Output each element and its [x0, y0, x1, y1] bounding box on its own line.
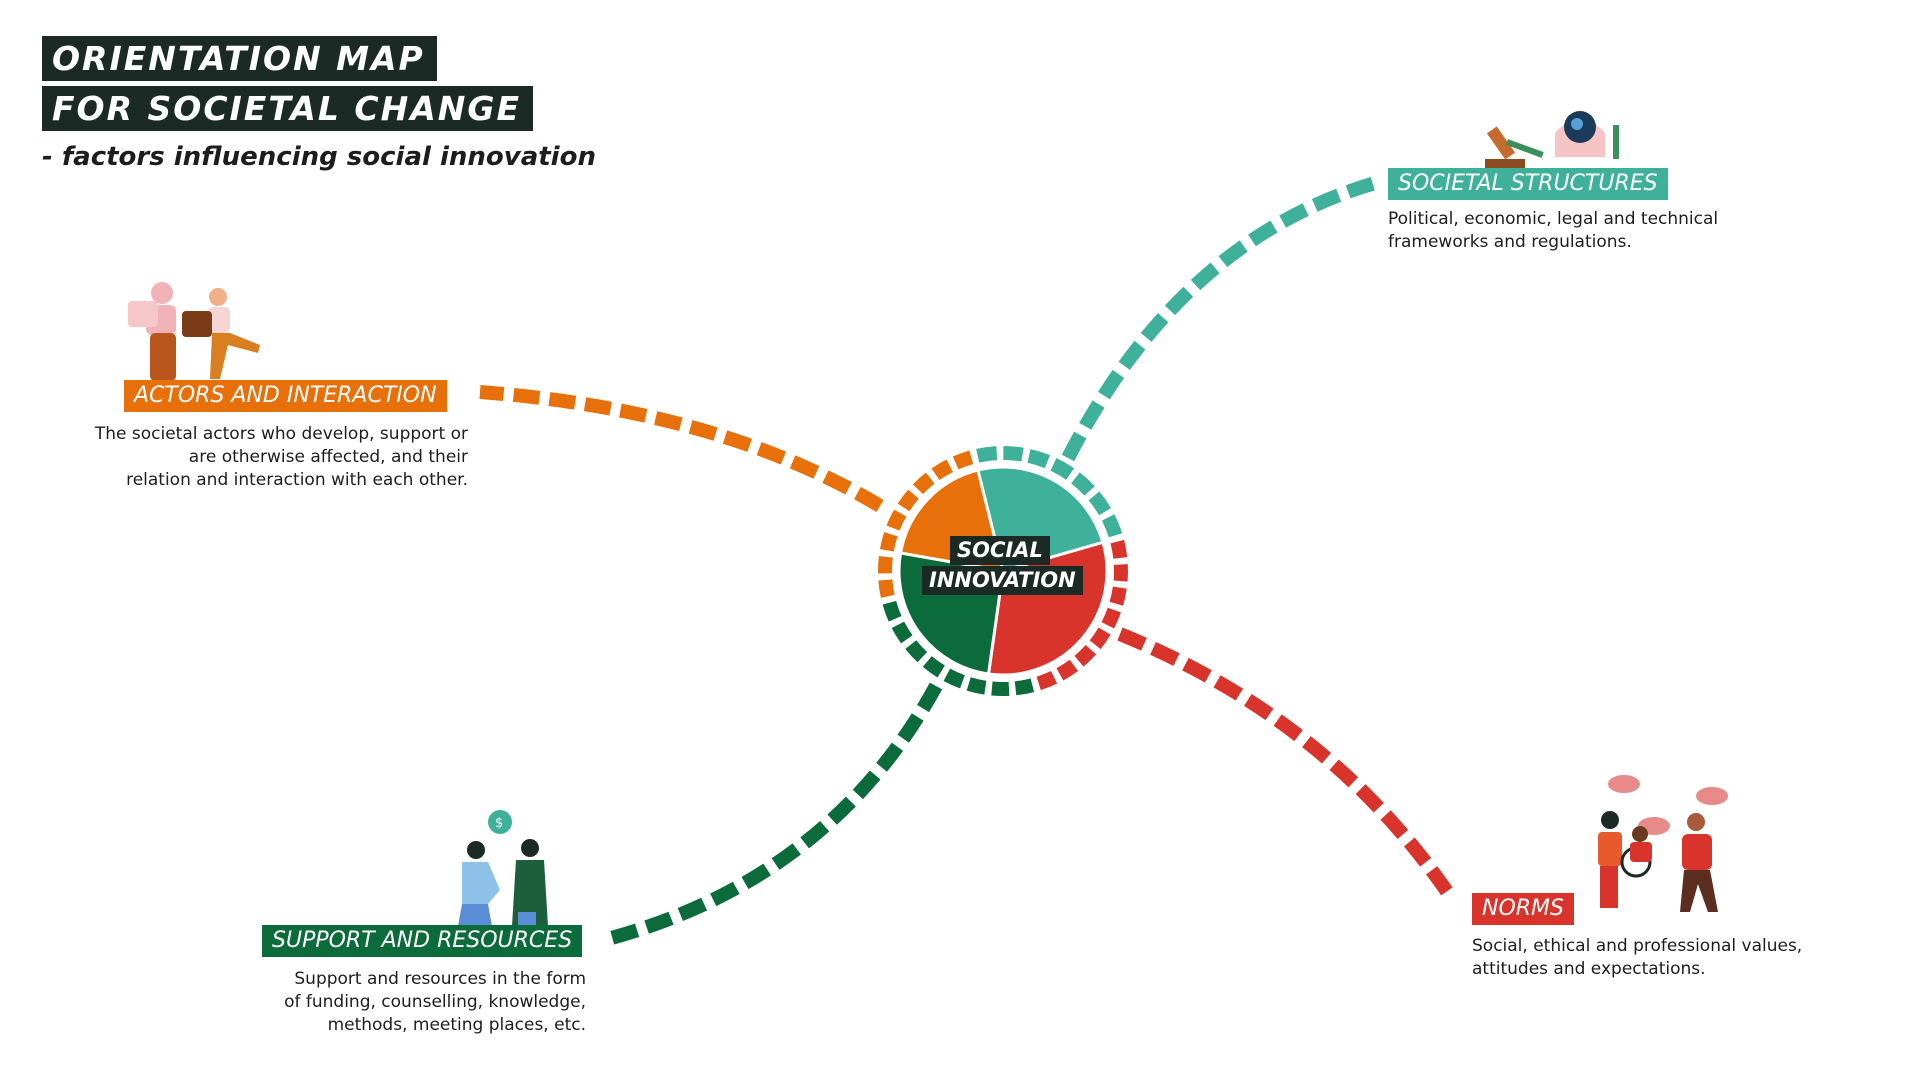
ring-segment — [966, 677, 987, 695]
ring-segment — [1074, 645, 1097, 667]
center-label-line-1: SOCIAL — [950, 536, 1050, 565]
support-label: SUPPORT AND RESOURCES — [262, 925, 583, 957]
ring-segment — [1089, 627, 1111, 650]
norms-description: Social, ethical and professional values,… — [1472, 935, 1892, 981]
center-label-line-2: INNOVATION — [922, 566, 1083, 595]
ring-segment — [878, 555, 893, 574]
ring-segment — [1003, 446, 1024, 462]
handshake-funding-icon: $ — [448, 810, 558, 934]
ring-segment — [991, 681, 1010, 696]
ring-segment — [1110, 539, 1128, 559]
structures-desc-line: Political, economic, legal and technical — [1388, 209, 1719, 229]
ring-segment — [882, 600, 902, 622]
norms-desc-line: attitudes and expectations. — [1472, 959, 1706, 979]
ring-segment — [1050, 458, 1075, 480]
title-block: ORIENTATION MAP FOR SOCIETAL CHANGE - fa… — [42, 36, 596, 172]
ring-segment — [1101, 607, 1121, 629]
puzzle-people-icon — [128, 282, 260, 381]
actors-desc-line: relation and interaction with each other… — [126, 470, 468, 490]
actors-desc-line: are otherwise affected, and their — [188, 447, 468, 467]
ring-segment — [976, 446, 998, 463]
norms-label: NORMS — [1472, 893, 1575, 925]
ring-segment — [952, 450, 974, 470]
actors-description: The societal actors who develop, support… — [20, 423, 468, 492]
ring-segment — [912, 472, 935, 495]
connector-support — [602, 682, 943, 947]
ring-segment — [886, 509, 907, 531]
center-ring — [878, 446, 1128, 696]
ring-segment — [1056, 659, 1079, 681]
support-desc-line: of funding, counselling, knowledge, — [284, 992, 586, 1012]
ring-segment — [1088, 491, 1112, 516]
ring-segment — [1014, 678, 1035, 696]
connector-norms — [1117, 627, 1456, 900]
ring-segment — [1101, 514, 1123, 538]
ring-segment — [891, 621, 913, 644]
ring-segment — [1113, 564, 1128, 582]
actors-label: ACTORS AND INTERACTION — [124, 380, 447, 412]
ring-segment — [878, 579, 895, 598]
structures-label: SOCIETAL STRUCTURES — [1388, 168, 1668, 200]
structures-description: Political, economic, legal and technical… — [1388, 208, 1828, 254]
structures-desc-line: frameworks and regulations. — [1388, 232, 1632, 252]
actors-desc-line: The societal actors who develop, support… — [94, 424, 468, 444]
gavel-globe-icon — [1485, 111, 1619, 169]
connector-structures — [1061, 176, 1377, 462]
support-description: Support and resources in the form of fun… — [146, 968, 586, 1037]
ring-segment — [1071, 472, 1095, 496]
ring-segment — [879, 532, 898, 552]
conversation-people-icon — [1598, 775, 1728, 912]
support-desc-line: Support and resources in the form — [294, 969, 586, 989]
ring-segment — [931, 459, 953, 480]
svg-text:$: $ — [495, 816, 503, 831]
support-desc-line: methods, meeting places, etc. — [327, 1015, 586, 1035]
connector-actors — [479, 385, 884, 513]
ring-segment — [943, 668, 965, 689]
ring-segment — [897, 489, 919, 512]
ring-segment — [905, 640, 928, 663]
ring-segment — [1027, 449, 1051, 469]
title-line-1: ORIENTATION MAP — [42, 36, 437, 81]
ring-segment — [1036, 671, 1058, 691]
norms-desc-line: Social, ethical and professional values, — [1472, 936, 1803, 956]
subtitle: - factors influencing social innovation — [42, 142, 596, 172]
ring-segment — [1109, 586, 1127, 606]
title-line-2: FOR SOCIETAL CHANGE — [42, 86, 533, 131]
ring-segment — [922, 656, 945, 678]
